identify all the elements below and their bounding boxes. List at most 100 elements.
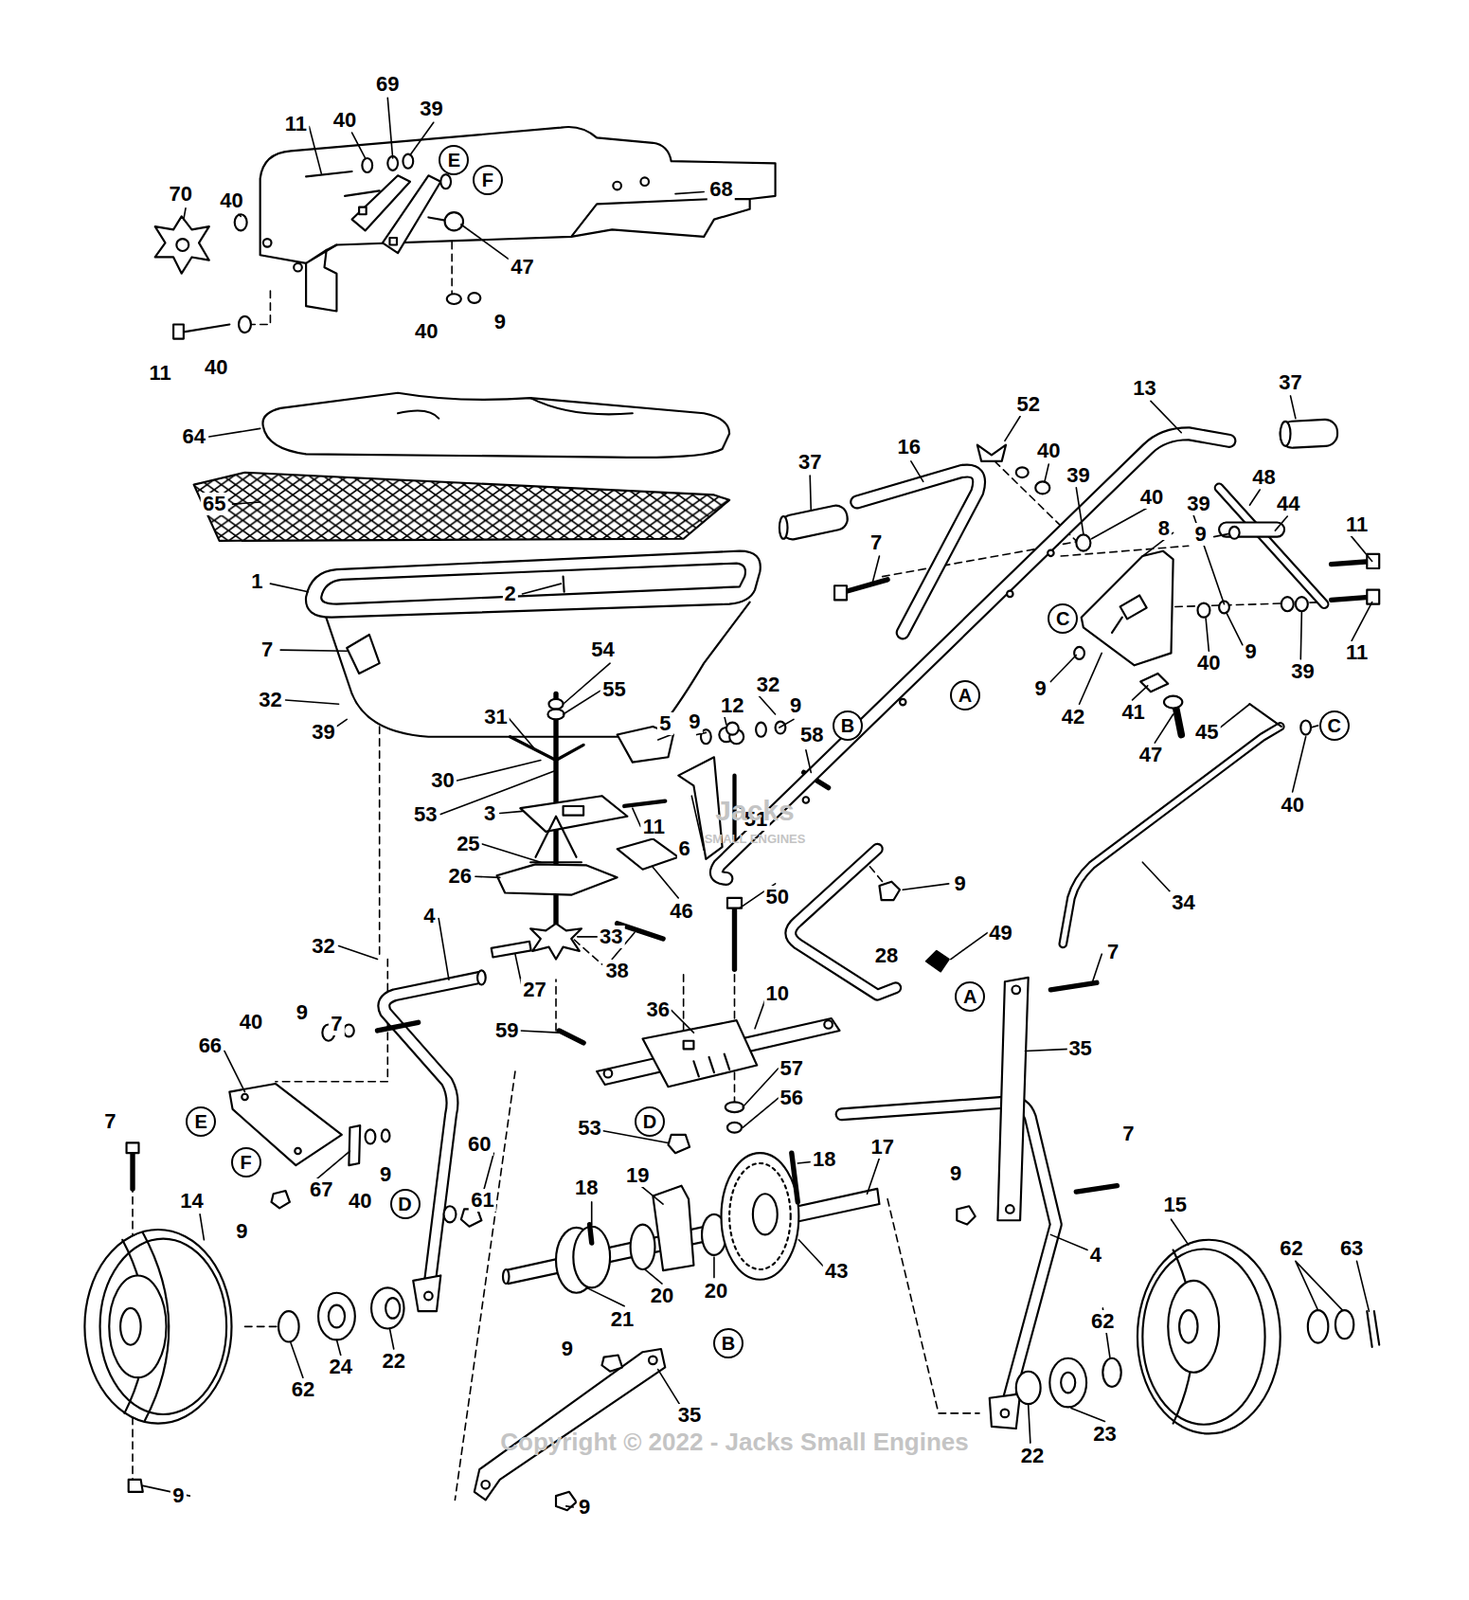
reference-letter: E: [447, 150, 461, 170]
callout-number: 11: [283, 112, 309, 136]
callout-number: 12: [718, 694, 746, 717]
callout-number: 47: [508, 255, 536, 279]
callout-number: 55: [600, 678, 628, 701]
callout-number: 47: [1137, 743, 1165, 767]
reference-letter: F: [239, 1152, 251, 1172]
callout-number: 40: [202, 356, 230, 379]
reference-letter: D: [397, 1194, 412, 1214]
callout-number: 40: [346, 1189, 374, 1213]
callout-number: 10: [763, 982, 790, 1005]
callout-number: 37: [796, 450, 824, 474]
callout-number: 42: [1059, 705, 1087, 729]
callout-number: 7: [259, 638, 275, 662]
callout-number: 9: [294, 1001, 310, 1024]
callout-number: 11: [1343, 641, 1370, 664]
callout-number: 17: [868, 1135, 896, 1159]
callout-number: 11: [1343, 513, 1370, 537]
callout-number: 32: [309, 934, 337, 958]
callout-number: 44: [1274, 492, 1302, 516]
callout-number: 1: [249, 570, 265, 593]
reference-letter: C: [1056, 609, 1070, 628]
reference-letter-circle: D: [634, 1106, 665, 1137]
callout-number: 13: [1130, 376, 1158, 400]
callout-number: 11: [641, 815, 667, 839]
callout-number: 9: [576, 1495, 592, 1519]
callout-number: 18: [810, 1147, 838, 1171]
callout-number: 61: [468, 1188, 496, 1212]
reference-letter: E: [195, 1111, 208, 1131]
reference-letter: D: [643, 1111, 657, 1131]
watermark: Copyright © 2022 - Jacks Small Engines: [498, 1428, 971, 1455]
watermark: SMALL ENGINES: [702, 831, 808, 846]
reference-letter-circle: E: [438, 144, 469, 176]
callout-number: 22: [1019, 1444, 1046, 1468]
callout-number: 39: [1064, 464, 1092, 487]
callout-number: 37: [1276, 371, 1304, 395]
callout-number: 26: [447, 864, 474, 888]
callout-number: 7: [1105, 940, 1121, 964]
callout-number: 9: [1242, 640, 1258, 663]
callout-number: 9: [788, 694, 804, 717]
callout-number: 62: [1089, 1309, 1116, 1333]
callout-number: 48: [1250, 465, 1277, 489]
callout-number: 9: [951, 872, 968, 896]
callout-number: 46: [667, 899, 695, 923]
callout-number: 9: [377, 1163, 394, 1186]
callout-number: 27: [520, 978, 548, 1002]
callout-number: 2: [501, 582, 518, 606]
callout-number: 53: [575, 1116, 603, 1140]
callout-number: 43: [823, 1259, 850, 1283]
callout-number: 6: [677, 837, 693, 860]
callout-number: 40: [237, 1010, 265, 1034]
callout-number: 39: [1289, 660, 1316, 683]
callout-number: 32: [256, 688, 284, 712]
callout-number: 7: [328, 1012, 344, 1036]
callout-number: 50: [763, 885, 790, 909]
callout-number: 41: [1119, 700, 1147, 724]
callout-number: 49: [986, 921, 1014, 945]
callout-number: 52: [1014, 393, 1041, 416]
callout-number: 40: [217, 189, 245, 213]
callout-number: 67: [307, 1178, 335, 1201]
reference-letter: A: [958, 685, 972, 705]
callout-number: 68: [707, 178, 735, 201]
callout-number: 38: [603, 959, 630, 983]
callout-number: 19: [624, 1164, 651, 1187]
callout-number: 39: [417, 97, 445, 121]
callout-number: 66: [197, 1034, 224, 1057]
callout-number: 54: [589, 638, 616, 662]
callout-number: 7: [102, 1110, 118, 1133]
callout-number: 20: [702, 1279, 730, 1303]
callout-number: 7: [1120, 1122, 1136, 1146]
callout-number: 64: [179, 425, 207, 448]
callout-number: 40: [1278, 793, 1306, 817]
callout-number: 4: [421, 904, 437, 928]
callout-number: 40: [1195, 651, 1222, 675]
callout-number: 65: [200, 492, 228, 516]
callout-number: 9: [1193, 522, 1209, 546]
callout-number: 7: [868, 531, 884, 555]
callout-number: 28: [873, 944, 900, 968]
callout-number: 36: [644, 998, 671, 1022]
watermark: Jacks: [713, 795, 796, 826]
reference-letter-circle: B: [832, 710, 863, 741]
callout-number: 5: [657, 712, 673, 735]
callout-number: 32: [754, 673, 782, 697]
reference-letter-circle: C: [1047, 603, 1078, 634]
callout-number: 18: [573, 1176, 600, 1200]
reference-letter-circle: F: [231, 1146, 262, 1178]
reference-letter: B: [721, 1333, 735, 1353]
callout-number: 40: [412, 320, 440, 343]
callout-number: 21: [609, 1307, 636, 1331]
reference-letter-circle: E: [185, 1106, 216, 1137]
callout-number: 20: [648, 1284, 676, 1308]
callout-number: 23: [1091, 1422, 1118, 1446]
callout-number: 9: [492, 310, 508, 334]
callout-number: 59: [493, 1019, 520, 1042]
callout-number: 58: [798, 723, 825, 747]
callout-number: 35: [1066, 1037, 1093, 1060]
callout-number: 11: [146, 361, 173, 385]
callout-number: 40: [1035, 439, 1062, 463]
reference-letter-circle: A: [949, 680, 981, 711]
reference-letter: F: [482, 170, 494, 190]
